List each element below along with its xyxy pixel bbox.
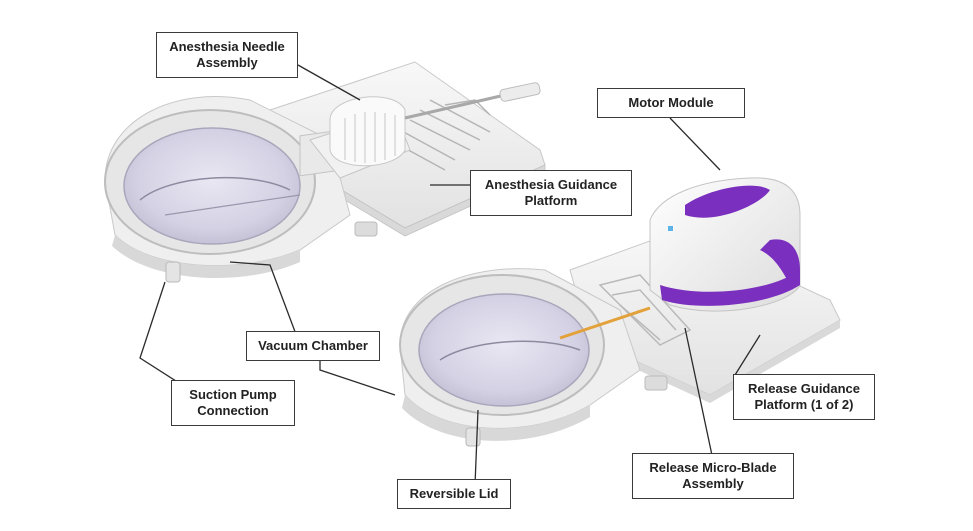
lower-device — [399, 177, 841, 447]
upper-lid — [123, 127, 301, 245]
motor-module-body — [649, 177, 801, 312]
label-anesthesia-guidance: Anesthesia Guidance Platform — [470, 170, 632, 216]
label-anesthesia-guidance-text: Anesthesia Guidance Platform — [484, 177, 618, 208]
label-release-blade: Release Micro-Blade Assembly — [632, 453, 794, 499]
guide-slots — [389, 99, 491, 171]
label-release-guidance-text: Release Guidance Platform (1 of 2) — [748, 381, 860, 412]
label-vacuum-chamber-text: Vacuum Chamber — [258, 338, 368, 353]
release-guide-slots — [598, 274, 692, 346]
label-motor-module: Motor Module — [597, 88, 745, 118]
label-release-guidance: Release Guidance Platform (1 of 2) — [733, 374, 875, 420]
label-release-blade-text: Release Micro-Blade Assembly — [649, 460, 777, 491]
label-anesthesia-needle: Anesthesia Needle Assembly — [156, 32, 298, 78]
label-motor-module-text: Motor Module — [628, 95, 714, 110]
anesthesia-needle-body — [309, 82, 541, 179]
label-anesthesia-needle-text: Anesthesia Needle Assembly — [169, 39, 285, 70]
label-suction-pump-text: Suction Pump Connection — [189, 387, 277, 418]
label-suction-pump: Suction Pump Connection — [171, 380, 295, 426]
label-reversible-lid: Reversible Lid — [397, 479, 511, 509]
label-reversible-lid-text: Reversible Lid — [409, 486, 499, 501]
micro-blade — [559, 306, 651, 340]
lower-lid — [418, 293, 590, 407]
label-vacuum-chamber: Vacuum Chamber — [246, 331, 380, 361]
